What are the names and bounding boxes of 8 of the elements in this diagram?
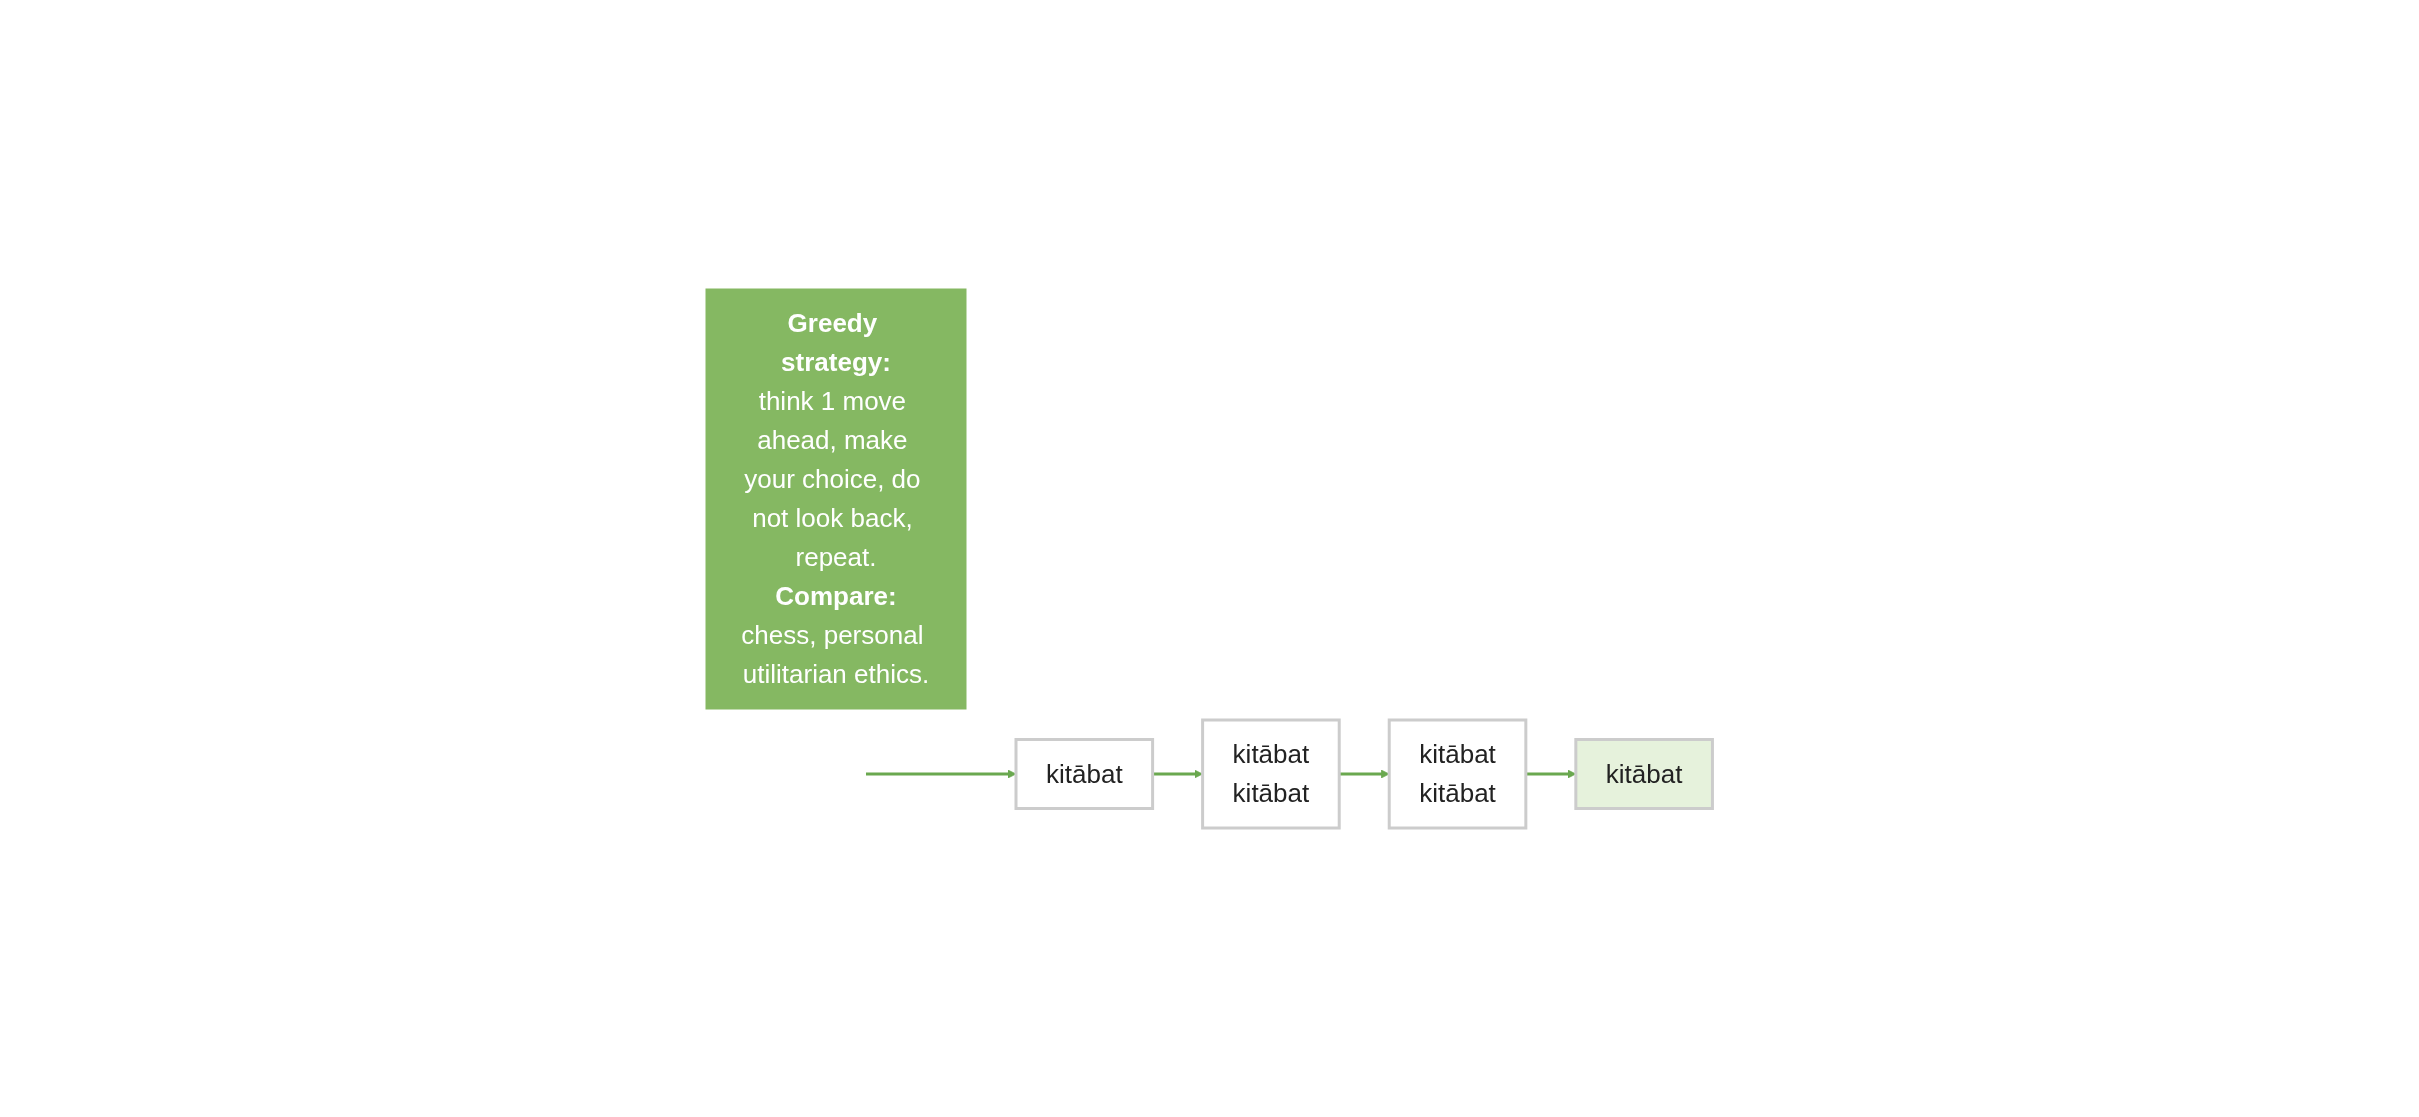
node-box: kitābat kitābat bbox=[1201, 718, 1341, 830]
arrow bbox=[1339, 769, 1390, 779]
node-box: kitābat bbox=[1574, 738, 1715, 810]
node-box: kitābat bbox=[1014, 738, 1155, 810]
arrow bbox=[866, 769, 1017, 779]
arrow bbox=[1526, 769, 1577, 779]
node-box: kitābat kitābat bbox=[1388, 718, 1528, 830]
node-box: Greedy strategy: think 1 move ahead, make your choice, do not look back, repeat. Compare: chess, personal utilitarian ethics. bbox=[705, 288, 967, 710]
